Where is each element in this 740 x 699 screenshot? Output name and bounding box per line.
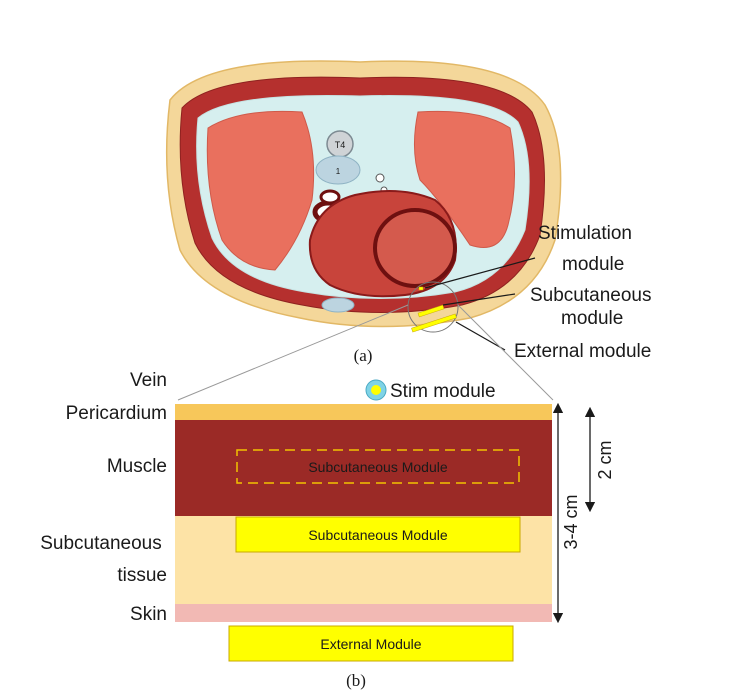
vertebra-label: T4 — [335, 140, 346, 150]
subcutaneous-module-marker — [417, 304, 445, 318]
aorta-label: 1 — [336, 167, 341, 176]
stim-module-core — [371, 385, 381, 395]
external-module — [228, 625, 514, 662]
external-module-box-label: External Module — [320, 636, 421, 652]
right-lung — [206, 110, 315, 271]
stim-module-label: Stim module — [390, 381, 496, 402]
muscle-layer — [175, 420, 552, 516]
great-vessel — [319, 189, 341, 205]
left-lung — [413, 110, 515, 248]
callout-line-subcutaneous — [442, 293, 516, 306]
caption-b: (b) — [346, 671, 366, 690]
stimulation-module-marker — [418, 286, 424, 291]
callout-line-stimulation — [424, 257, 536, 289]
external-module-marker — [411, 313, 457, 333]
pericardium-layer — [175, 404, 552, 420]
depth-2cm-label: 2 cm — [595, 440, 615, 479]
tissue-layers — [175, 404, 552, 622]
vessel — [375, 173, 385, 183]
subcutaneous-module-in-muscle — [236, 449, 520, 484]
thorax-cross-section: T4 1 — [165, 60, 562, 333]
stimulation-module-label: Stimulation module — [538, 223, 637, 275]
subcutaneous-tissue-label: Subcutaneous tissue — [40, 533, 167, 586]
zoom-circle — [407, 281, 459, 333]
zoom-line-left — [177, 304, 409, 401]
callout-line-external — [455, 321, 506, 351]
external-module-label: External module — [514, 341, 651, 362]
subcutaneous-module-in-muscle-label: Subcutaneous Module — [308, 459, 448, 475]
subcutaneous-module-label: Subcutaneous module — [530, 285, 657, 329]
caption-a: (a) — [354, 346, 373, 365]
left-ventricle — [373, 208, 457, 288]
zoom-line-right — [457, 304, 554, 401]
sternum — [321, 297, 355, 313]
subcutaneous-module-in-tissue-label: Subcutaneous Module — [308, 527, 448, 543]
skin-layer — [175, 604, 552, 622]
vein-label: Vein — [130, 370, 167, 391]
depth-34cm-label: 3-4 cm — [561, 494, 581, 549]
subcutaneous-module-in-tissue — [235, 516, 521, 553]
muscle-label: Muscle — [107, 456, 167, 477]
skin-label: Skin — [130, 604, 167, 625]
pericardium-label: Pericardium — [66, 403, 167, 424]
aorta-marker — [315, 155, 361, 185]
